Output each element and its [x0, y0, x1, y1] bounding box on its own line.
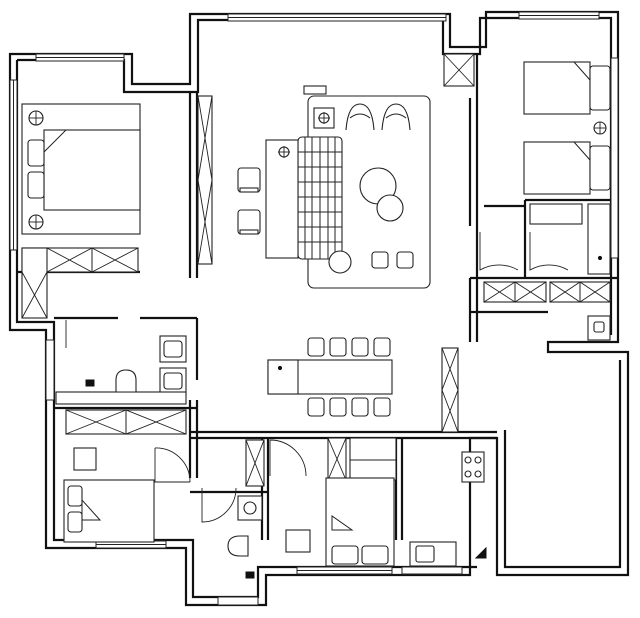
wardrobe-middle — [349, 437, 397, 481]
windows — [9, 11, 619, 606]
desk — [73, 447, 97, 471]
sofa-grid — [298, 137, 342, 259]
floor-drain-south — [245, 571, 255, 579]
window-kitchen — [401, 566, 463, 575]
door-bedroom-east-a — [479, 232, 519, 271]
dining-chair — [373, 397, 391, 417]
lamp-icon — [28, 110, 44, 126]
dining — [267, 337, 459, 433]
living-room — [197, 85, 431, 289]
bedroom-middle — [285, 437, 397, 567]
counter-shelf — [55, 391, 187, 405]
window-bathroom-south — [217, 596, 259, 606]
bedroom-east — [443, 53, 611, 341]
wardrobe-east — [587, 203, 611, 275]
table-end — [267, 359, 299, 395]
sideboard — [441, 347, 459, 433]
lamp-icon — [28, 214, 44, 230]
ottoman — [328, 250, 352, 274]
window-bedroom-east-side — [610, 57, 619, 259]
armchair-1 — [345, 103, 375, 131]
desk-middle — [285, 529, 311, 553]
stool-2 — [396, 251, 414, 269]
pillow-1 — [27, 139, 45, 167]
pillow-2 — [27, 171, 45, 199]
dining-chair — [307, 337, 325, 357]
side-console — [265, 139, 299, 259]
doors — [65, 232, 569, 523]
kitchen — [409, 451, 487, 567]
tv-cabinet — [197, 95, 213, 265]
dining-chair — [351, 337, 369, 357]
wardrobe-west-corner — [21, 247, 48, 319]
stool-1 — [371, 251, 389, 269]
flue-icon — [474, 546, 487, 559]
bedroom-west — [21, 103, 141, 319]
door-bedroom-middle — [269, 439, 307, 477]
armchair-2 — [381, 103, 411, 131]
dining-chair — [307, 397, 325, 417]
dining-chair — [329, 337, 347, 357]
shelf-east — [529, 203, 583, 225]
lamp-icon — [593, 121, 607, 135]
dining-chair — [351, 397, 369, 417]
bathroom-west — [55, 335, 187, 435]
wall-shelf — [303, 85, 327, 95]
door-bedroom-east-b — [529, 232, 569, 271]
door-bedroom-south — [154, 447, 191, 483]
toilet-west — [115, 369, 137, 393]
bedroom-south — [63, 447, 155, 543]
bed-east-1 — [523, 61, 591, 115]
dining-chair — [373, 337, 391, 357]
floor-drain — [85, 379, 95, 387]
dining-chair — [329, 397, 347, 417]
lamp-icon — [278, 146, 290, 158]
side-table — [376, 194, 404, 222]
stove — [461, 451, 485, 483]
window-bathroom-west — [45, 339, 55, 401]
lamp-icon — [313, 107, 335, 129]
door-bathroom-south — [201, 487, 237, 523]
toilet-south — [227, 535, 249, 557]
double-bed-west — [43, 129, 141, 211]
bathroom-south — [227, 439, 265, 579]
bed-east-2 — [523, 141, 591, 195]
